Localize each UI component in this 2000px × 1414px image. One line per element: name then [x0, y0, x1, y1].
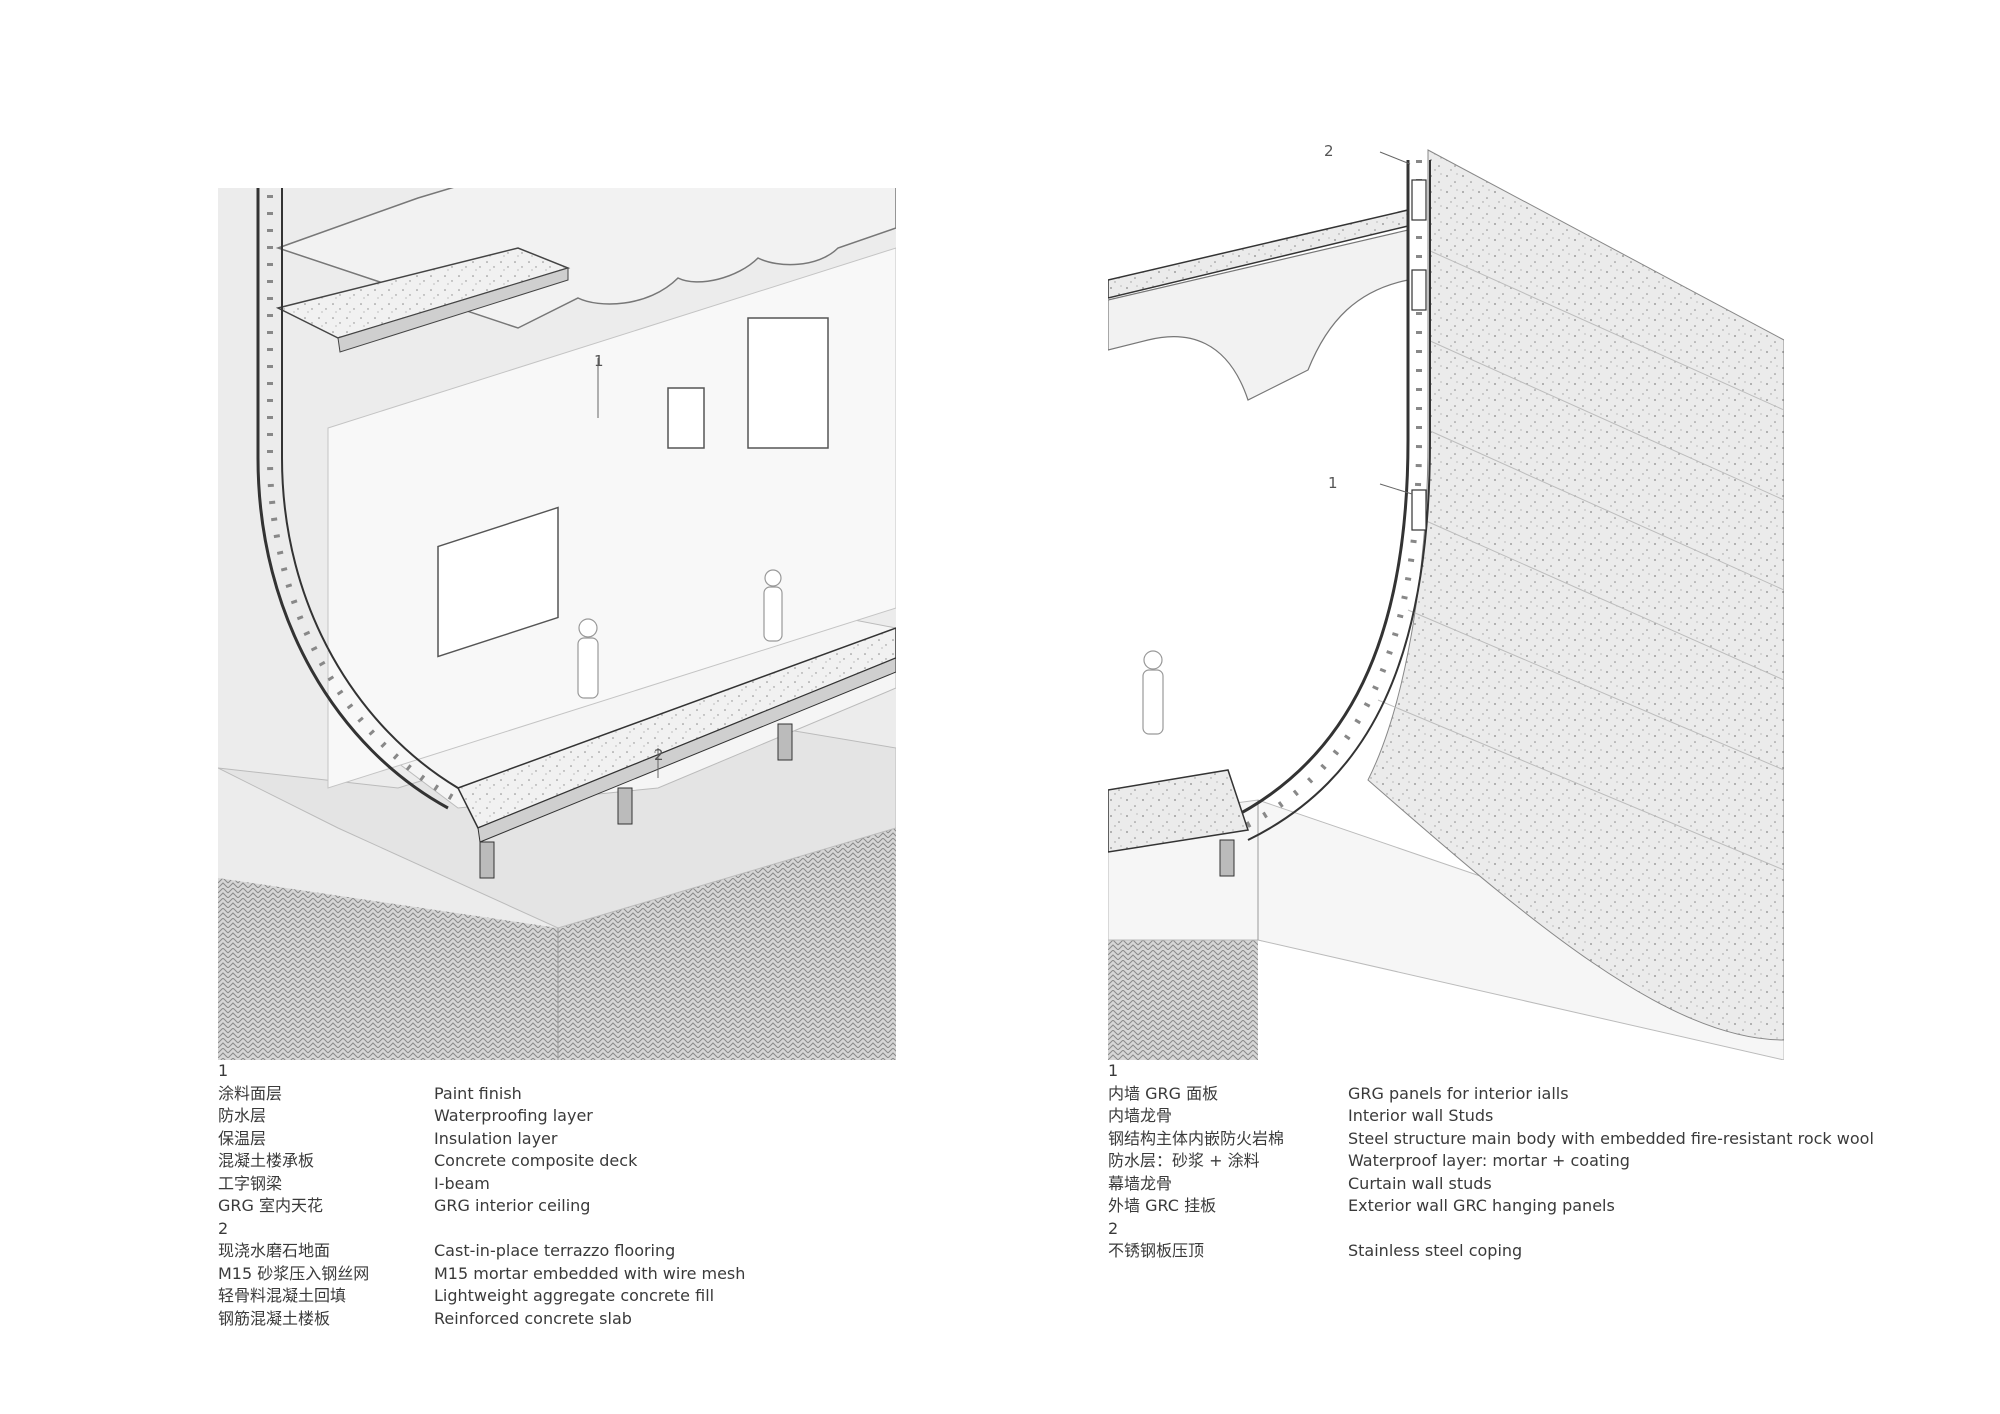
legend-zh: 钢结构主体内嵌防火岩棉 [1108, 1128, 1285, 1148]
person-figure [577, 569, 783, 699]
legend-en: Lightweight aggregate concrete fill [434, 1286, 715, 1305]
shell-wall-outer [256, 188, 449, 810]
left-callout-1: 1 [594, 352, 604, 370]
legend-en: Curtain wall studs [1348, 1173, 1492, 1193]
floor-slab [456, 627, 896, 829]
left-axonometric-detail: 1 2 [218, 188, 896, 1060]
legend-en: Cast-in-place terrazzo flooring [434, 1241, 676, 1260]
group-number: 1 [218, 1061, 229, 1080]
legend-zh: 混凝土楼承板 [218, 1151, 315, 1170]
legend-zh: 防水层 [218, 1106, 267, 1125]
legend-group-1: 1 涂料面层 Paint finish 防水层 Waterproofing laye… [218, 1060, 745, 1218]
ceiling-mouldings [1108, 229, 1409, 401]
legend-zh: 轻骨料混凝土回填 [218, 1286, 347, 1305]
person-figure [1142, 650, 1164, 735]
legend-row: 工字钢梁 I-beam [218, 1173, 745, 1196]
legend-zh: 内墙龙骨 [1108, 1106, 1173, 1125]
legend-zh: M15 砂浆压入钢丝网 [218, 1263, 370, 1283]
right-legend: 1 内墙 GRG 面板 GRG panels for interior ialls… [1108, 1060, 1874, 1263]
legend-row: 内墙 GRG 面板 GRG panels for interior ialls [1108, 1083, 1874, 1106]
soil-section [218, 828, 896, 1060]
legend-zh: 内墙 GRG 面板 [1108, 1083, 1219, 1103]
legend-en: Waterproofing layer [434, 1106, 593, 1125]
legend-zh: GRG 室内天花 [218, 1196, 324, 1215]
legend-en: Stainless steel coping [1348, 1241, 1523, 1260]
left-drawing-svg: 1 2 [218, 188, 896, 1060]
legend-row: 混凝土楼承板 Concrete composite deck [218, 1150, 745, 1173]
soil-section [1108, 940, 1258, 1060]
legend-en: Waterproof layer: mortar + coating [1348, 1151, 1630, 1170]
legend-group-1: 1 内墙 GRG 面板 GRG panels for interior ialls… [1108, 1060, 1874, 1218]
legend-row: 钢结构主体内嵌防火岩棉 Steel structure main body wit… [1108, 1128, 1874, 1151]
legend-zh: 现浇水磨石地面 [218, 1241, 331, 1260]
legend-en: GRG panels for interior ialls [1348, 1083, 1569, 1103]
legend-row: GRG 室内天花 GRG interior ceiling [218, 1195, 745, 1218]
group-number: 1 [1108, 1061, 1119, 1080]
legend-zh: 不锈钢板压顶 [1108, 1241, 1205, 1260]
legend-zh: 工字钢梁 [218, 1173, 283, 1193]
legend-en: Interior wall Studs [1348, 1106, 1494, 1125]
legend-zh: 防水层：砂浆 + 涂料 [1108, 1151, 1260, 1170]
legend-zh: 保温层 [218, 1128, 267, 1148]
legend-zh: 外墙 GRC 挂板 [1108, 1196, 1217, 1215]
legend-row: 保温层 Insulation layer [218, 1128, 745, 1151]
legend-row: 涂料面层 Paint finish [218, 1083, 745, 1106]
legend-row: 幕墙龙骨 Curtain wall studs [1108, 1173, 1874, 1196]
legend-en: Paint finish [434, 1083, 522, 1103]
group-number: 2 [1108, 1218, 1119, 1238]
legend-row: M15 砂浆压入钢丝网 M15 mortar embedded with wire… [218, 1263, 745, 1286]
right-callout-1: 1 [1328, 474, 1338, 492]
legend-row: 内墙龙骨 Interior wall Studs [1108, 1105, 1874, 1128]
right-drawing-svg: 2 1 [1108, 142, 1784, 1060]
left-callout-2: 2 [654, 746, 664, 764]
legend-group-2: 2 不锈钢板压顶 Stainless steel coping [1108, 1218, 1874, 1263]
legend-en: Insulation layer [434, 1128, 558, 1148]
floor-slab [1108, 769, 1249, 853]
legend-group-2: 2 现浇水磨石地面 Cast-in-place terrazzo flooring… [218, 1218, 745, 1331]
legend-row: 防水层：砂浆 + 涂料 Waterproof layer: mortar + co… [1108, 1150, 1874, 1173]
right-axonometric-detail: 2 1 [1108, 140, 1784, 1060]
legend-zh: 幕墙龙骨 [1108, 1173, 1173, 1193]
artwork-small [667, 387, 705, 449]
wall-section-outer [1227, 160, 1410, 822]
legend-row: 防水层 Waterproofing layer [218, 1105, 745, 1128]
legend-en: Steel structure main body with embedded … [1348, 1128, 1874, 1148]
artwork-large [437, 506, 559, 658]
exterior-grc-wall [1367, 149, 1784, 1041]
shell-wall-inner [281, 188, 459, 789]
legend-en: I-beam [434, 1173, 490, 1193]
legend-en: Concrete composite deck [434, 1151, 638, 1170]
legend-en: Reinforced concrete slab [434, 1308, 632, 1328]
wall-section-inner [1247, 160, 1431, 841]
left-legend: 1 涂料面层 Paint finish 防水层 Waterproofing laye… [218, 1060, 745, 1330]
legend-row: 外墙 GRC 挂板 Exterior wall GRC hanging panel… [1108, 1195, 1874, 1218]
panel-joints [1377, 249, 1784, 871]
legend-zh: 钢筋混凝土楼板 [218, 1308, 331, 1328]
legend-row: 轻骨料混凝土回填 Lightweight aggregate concrete f… [218, 1285, 745, 1308]
legend-en: Exterior wall GRC hanging panels [1348, 1196, 1615, 1215]
group-number: 2 [218, 1218, 229, 1238]
legend-en: M15 mortar embedded with wire mesh [434, 1263, 746, 1283]
legend-row: 不锈钢板压顶 Stainless steel coping [1108, 1240, 1874, 1263]
right-callout-2: 2 [1324, 142, 1334, 160]
legend-row: 钢筋混凝土楼板 Reinforced concrete slab [218, 1308, 745, 1331]
legend-en: GRG interior ceiling [434, 1196, 591, 1215]
legend-zh: 涂料面层 [218, 1083, 283, 1103]
legend-row: 现浇水磨石地面 Cast-in-place terrazzo flooring [218, 1240, 745, 1263]
artwork-hooks [747, 317, 829, 449]
